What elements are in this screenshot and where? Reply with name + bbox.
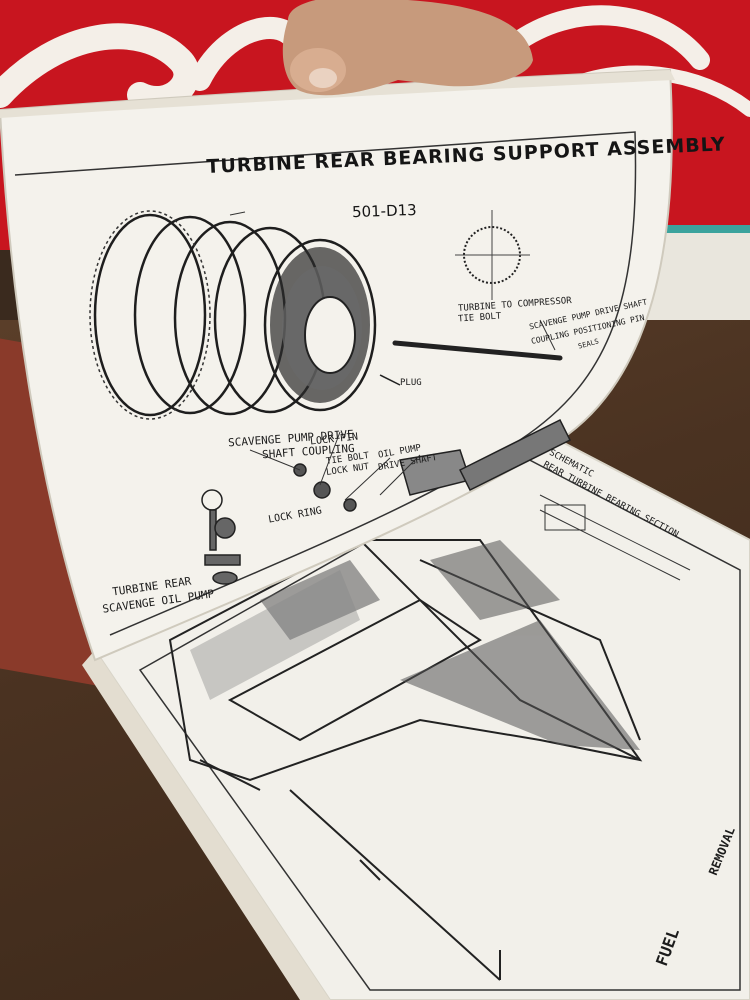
hand (282, 0, 533, 96)
figure-code: 501-D13 (351, 200, 417, 222)
callout-plug: PLUG (400, 378, 422, 388)
